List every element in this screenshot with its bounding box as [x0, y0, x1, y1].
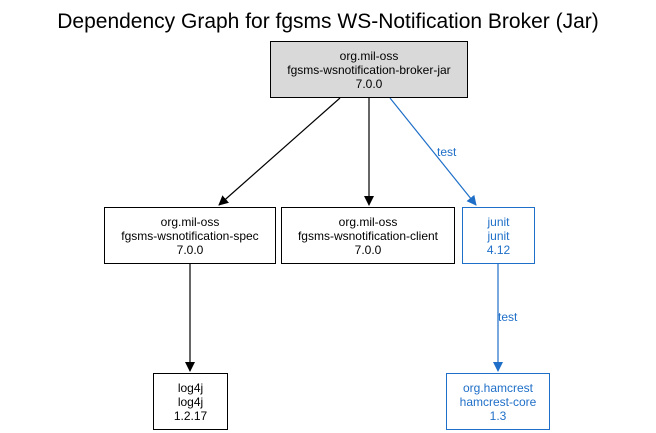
- node-group: junit: [487, 214, 510, 229]
- node-artifact: fgsms-wsnotification-spec: [121, 228, 259, 243]
- node-version: 7.0.0: [354, 242, 382, 257]
- node-broker: org.mil-oss fgsms-wsnotification-broker-…: [270, 41, 468, 98]
- node-version: 4.12: [486, 242, 511, 257]
- edge-label-broker-junit: test: [437, 145, 457, 159]
- page-title: Dependency Graph for fgsms WS-Notificati…: [57, 10, 599, 33]
- node-version: 7.0.0: [176, 242, 204, 257]
- node-artifact: log4j: [177, 394, 204, 409]
- node-artifact: fgsms-wsnotification-client: [297, 228, 439, 243]
- node-artifact: hamcrest-core: [459, 394, 537, 409]
- node-group: org.mil-oss: [160, 214, 220, 229]
- edge-broker-spec: [218, 97, 341, 206]
- node-log4j: log4j log4j 1.2.17: [153, 373, 228, 430]
- node-spec: org.mil-oss fgsms-wsnotification-spec 7.…: [104, 207, 276, 264]
- node-client: org.mil-oss fgsms-wsnotification-client …: [281, 207, 455, 264]
- node-group: log4j: [177, 380, 204, 395]
- node-version: 1.3: [489, 408, 507, 423]
- node-version: 7.0.0: [355, 76, 383, 91]
- node-group: org.mil-oss: [339, 48, 399, 63]
- node-artifact: fgsms-wsnotification-broker-jar: [287, 62, 451, 77]
- node-version: 1.2.17: [173, 408, 208, 423]
- edge-broker-junit: [389, 97, 477, 206]
- node-group: org.hamcrest: [462, 380, 534, 395]
- node-junit: junit junit 4.12: [462, 207, 535, 264]
- node-artifact: junit: [487, 228, 510, 243]
- node-group: org.mil-oss: [338, 214, 398, 229]
- node-hamcrest: org.hamcrest hamcrest-core 1.3: [446, 373, 550, 430]
- edge-label-junit-hamcrest: test: [498, 310, 518, 324]
